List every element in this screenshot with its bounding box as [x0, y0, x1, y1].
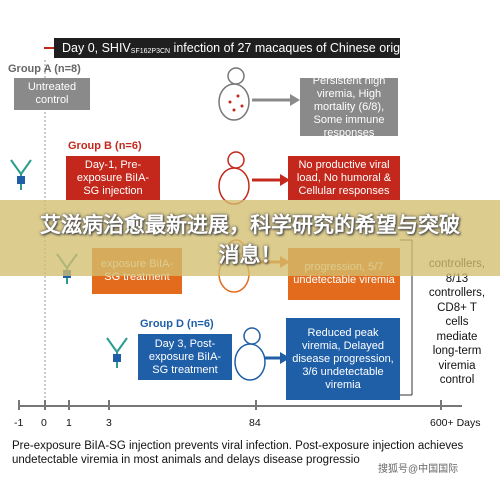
title-banner: [0, 200, 500, 276]
figure-caption: Pre-exposure BiIA-SG injection prevents …: [12, 440, 464, 466]
group-b-label: Group B (n=6): [68, 140, 142, 152]
tick-0: [44, 400, 46, 410]
tick-3: [108, 400, 110, 410]
group-d-label: Group D (n=6): [140, 318, 214, 330]
tick-label: 1: [66, 417, 72, 429]
banner-title: 艾滋病治愈最新进展，科学研究的希望与突破消息！: [40, 214, 460, 267]
watermark: 搜狐号@中国国际: [378, 464, 459, 475]
group-a-outcome: Persistent high viremia, High mortality …: [300, 75, 398, 139]
header-suffix: infection of 27 macaques of Chinese orig…: [170, 41, 400, 55]
tick-minus-1: [18, 400, 20, 410]
tick-600: [440, 400, 442, 410]
syringe-icon-d: [106, 337, 128, 368]
group-b-outcome: No productive viral load, No humoral & C…: [288, 156, 400, 200]
timeline-axis: [18, 405, 462, 407]
header-bar: Day 0, SHIVSF162P3CN infection of 27 mac…: [54, 38, 400, 58]
tick-label: 3: [106, 417, 112, 429]
monkey-gray-icon: [218, 67, 250, 121]
group-d-outcome: Reduced peak viremia, Delayed disease pr…: [286, 318, 400, 400]
tick-label: -1: [14, 417, 24, 429]
header-strain: SF162P3CN: [130, 48, 171, 55]
group-a-treatment: Untreated control: [14, 78, 90, 110]
side-note-text: controllers, 8/13 controllers, CD8+ T ce…: [428, 258, 486, 386]
tick-84: [255, 400, 257, 410]
tick-label: 0: [41, 417, 47, 429]
group-a-label: Group A (n=8): [8, 63, 81, 75]
monkey-red-icon: [218, 151, 250, 205]
tick-label: 600+ Days: [430, 417, 481, 429]
syringe-icon-b: [10, 159, 32, 190]
side-note: controllers, 8/13 controllers, CD8+ T ce…: [418, 257, 496, 388]
header-prefix: Day 0, SHIV: [62, 41, 131, 55]
tick-1: [68, 400, 70, 410]
monkey-blue-icon: [234, 327, 266, 381]
group-d-treatment: Day 3, Post-exposure BiIA-SG treatment: [138, 334, 232, 380]
tick-label: 84: [249, 417, 261, 429]
group-b-treatment: Day-1, Pre-exposure BiIA-SG injection: [66, 156, 160, 200]
